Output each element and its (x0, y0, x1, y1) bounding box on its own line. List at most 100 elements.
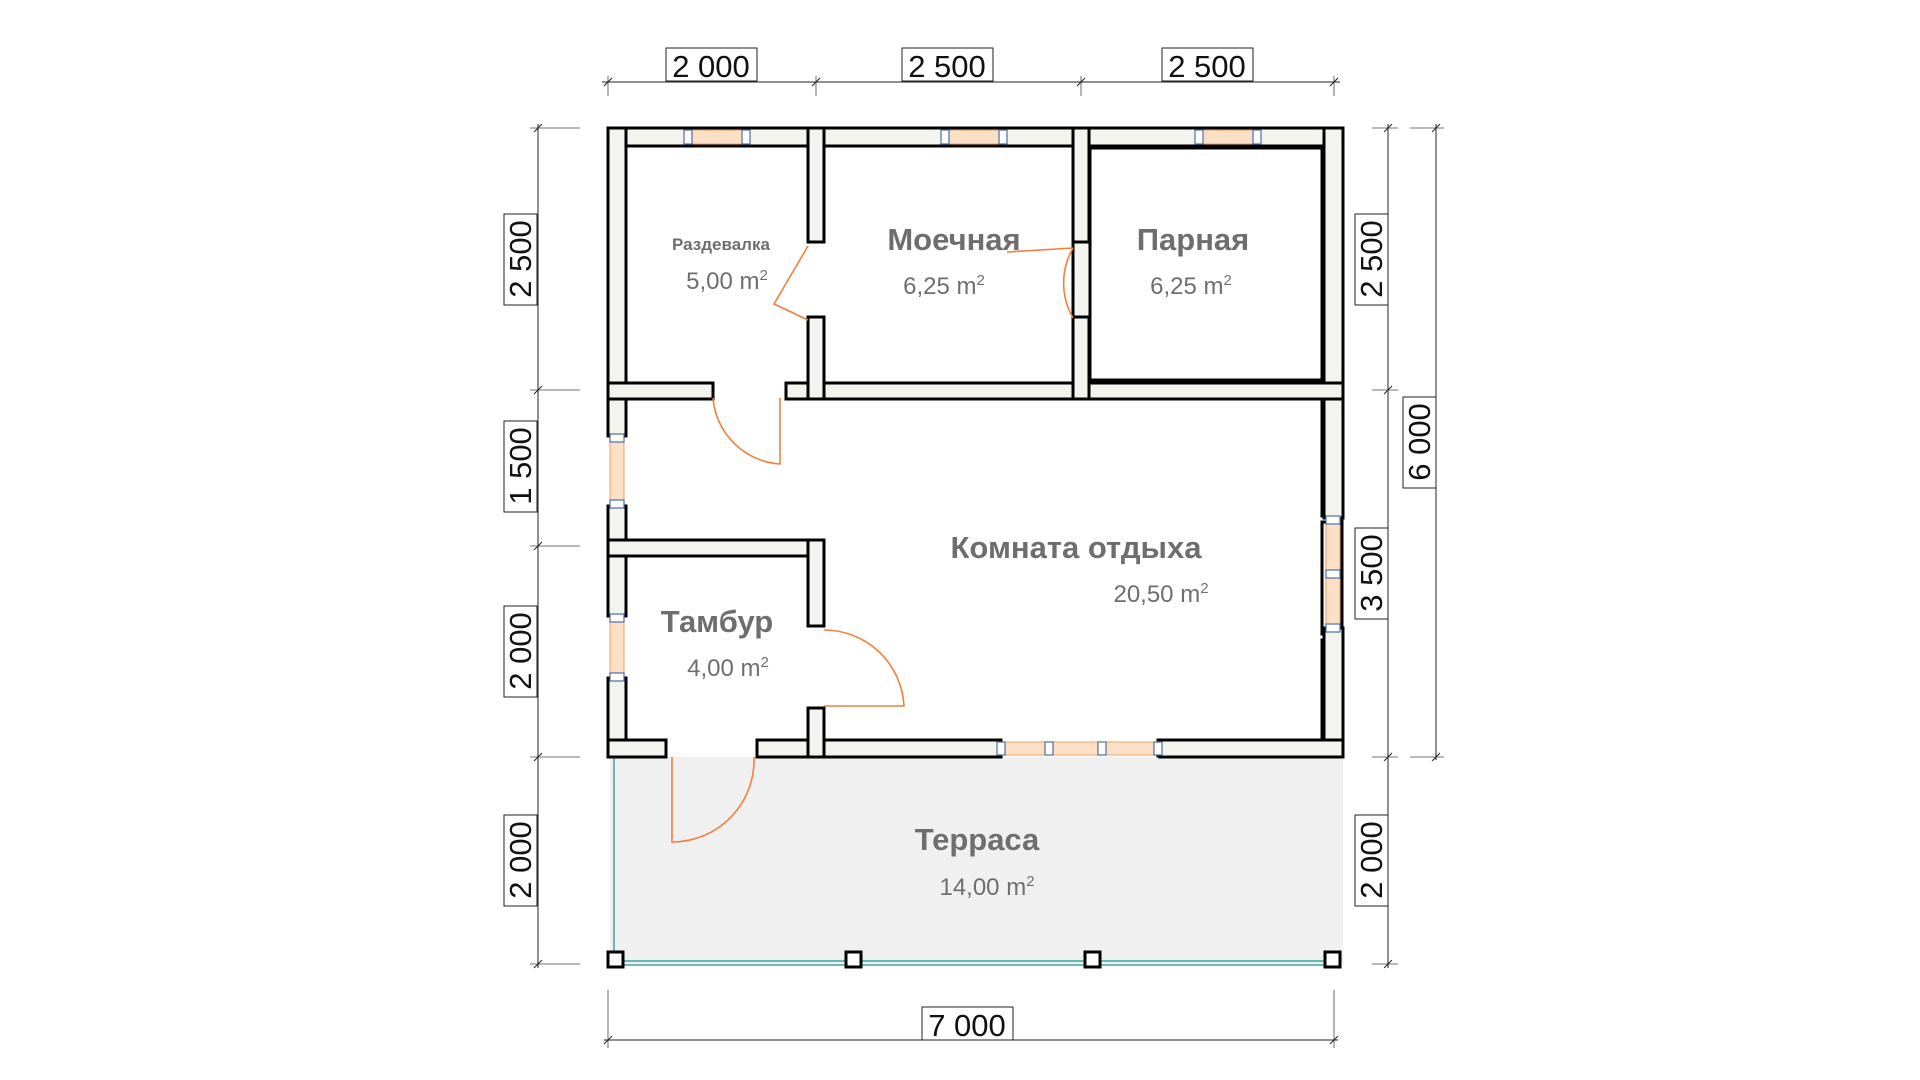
wall-part-2-bottom (1071, 315, 1091, 401)
dim-box (921, 1006, 1014, 1041)
wall-part-2-top (1071, 126, 1091, 244)
dim-right-total: 6 000 (1402, 403, 1437, 481)
room-name-moechnaya: Моечная (887, 222, 1020, 257)
dim-tick (533, 123, 543, 133)
dim-tick (603, 1035, 613, 1045)
room-area-terrasa: 14,00 m2 (939, 873, 1034, 901)
room-area-razdevalka: 5,00 m2 (686, 267, 768, 295)
window-top-3 (1202, 129, 1254, 145)
terrace-floor (610, 757, 1343, 964)
room-area-komnata-otdykha: 20,50 m2 (1113, 580, 1208, 608)
window-top-1 (691, 129, 743, 145)
dim-right-3: 2 000 (1354, 821, 1389, 899)
dim-tick (1383, 752, 1393, 762)
door-razdevalka-moechnaya (772, 245, 809, 321)
wall-right-lower (1322, 626, 1345, 759)
dim-box (665, 47, 758, 82)
dim-left-4: 2 000 (503, 821, 538, 899)
door-moechnaya-parnaya (1006, 247, 1074, 319)
dim-tick (1329, 77, 1339, 87)
dim-top-2: 2 500 (908, 49, 986, 84)
dim-left-2: 1 500 (503, 427, 538, 505)
window-top-2 (948, 129, 1000, 145)
dim-left-3: 2 000 (503, 612, 538, 690)
wall-part-1-bottom (806, 315, 826, 401)
room-area-terrasa-value: 14,00 m (939, 874, 1026, 901)
dim-box (1354, 213, 1389, 306)
dim-tick (811, 77, 821, 87)
dim-top-1: 2 000 (672, 49, 750, 84)
dim-tick (1383, 959, 1393, 969)
area-superscript: 2 (1224, 272, 1232, 289)
dim-tick (533, 752, 543, 762)
window-bottom-frame-m2 (1097, 741, 1107, 756)
window-left-2-frame-t (609, 613, 625, 623)
wall-mid-left (606, 381, 715, 401)
dim-tick (1076, 77, 1086, 87)
room-labels: Раздевалка 5,00 m2 Моечная 6,25 m2 Парна… (661, 222, 1249, 901)
door-razdevalka-hall (712, 397, 781, 465)
dimensions-right: 2 500 3 500 2 000 (1354, 123, 1398, 969)
wall-bottom-1 (606, 738, 668, 759)
area-superscript: 2 (760, 267, 768, 284)
dim-tick (1431, 123, 1441, 133)
terrace-posts (606, 950, 1342, 969)
wall-bottom-3 (1158, 738, 1345, 759)
dim-right-1: 2 500 (1354, 220, 1389, 298)
dim-box (901, 47, 994, 82)
dim-tick (533, 385, 543, 395)
dim-right-2: 3 500 (1354, 534, 1389, 612)
dim-tick (533, 541, 543, 551)
window-left-2 (609, 619, 625, 676)
window-right-frame-t (1325, 515, 1341, 525)
room-area-parnaya: 6,25 m2 (1150, 272, 1232, 300)
wall-right-upper (1322, 126, 1345, 520)
dim-box (503, 213, 538, 306)
window-left-1 (609, 439, 625, 503)
area-superscript: 2 (977, 272, 985, 289)
room-area-razdevalka-value: 5,00 m (686, 268, 759, 295)
post-4 (1323, 950, 1342, 969)
room-area-tambur-value: 4,00 m (687, 655, 760, 682)
window-bottom-frame-l (996, 741, 1006, 756)
wall-tambur-right-top (806, 538, 826, 628)
wall-left-2 (606, 504, 628, 618)
window-top-1-frame-r (741, 129, 751, 145)
dim-box (503, 420, 538, 513)
dim-box (1354, 814, 1389, 907)
dim-tick (533, 959, 543, 969)
dimensions-right-total: 6 000 (1402, 123, 1444, 762)
dim-left-1: 2 500 (503, 220, 538, 298)
window-bottom-frame-r (1153, 741, 1163, 756)
wall-part-1-top (806, 126, 826, 244)
post-1 (606, 950, 625, 969)
dimensions-bottom: 7 000 (603, 990, 1339, 1048)
dimensions-left: 2 500 1 500 2 000 2 000 (503, 123, 580, 969)
door-entrance (671, 756, 755, 843)
dim-tick (603, 77, 613, 87)
post-3 (1083, 950, 1102, 969)
windows (609, 129, 1341, 756)
dim-box (503, 605, 538, 698)
room-name-tambur: Тамбур (661, 604, 773, 639)
room-name-komnata-otdykha: Комната отдыха (951, 530, 1203, 565)
dim-tick (1329, 1035, 1339, 1045)
window-top-2-frame-r (998, 129, 1008, 145)
wall-tambur-right-bottom (806, 706, 826, 759)
dim-top-3: 2 500 (1168, 49, 1246, 84)
dim-box (1402, 396, 1437, 489)
dim-tick (1431, 752, 1441, 762)
window-top-3-frame-l (1194, 129, 1204, 145)
room-area-parnaya-value: 6,25 m (1150, 273, 1223, 300)
dim-bottom: 7 000 (928, 1008, 1006, 1043)
window-left-2-frame-b (609, 672, 625, 682)
dim-box (503, 814, 538, 907)
room-name-terrasa: Терраса (915, 822, 1040, 857)
window-top-2-frame-l (940, 129, 950, 145)
door-tambur-hall (823, 629, 905, 707)
wall-bottom-2 (755, 738, 1003, 759)
dim-tick (1383, 123, 1393, 133)
room-area-tambur: 4,00 m2 (687, 654, 769, 682)
area-superscript: 2 (1200, 580, 1208, 597)
